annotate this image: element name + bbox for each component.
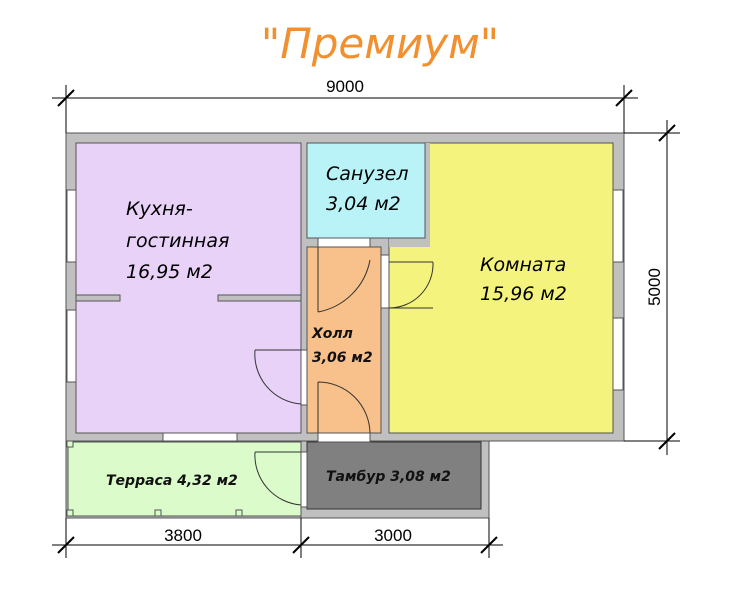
room-bathroom-fill — [306, 142, 426, 239]
kitchen-name-2: гостинная — [126, 230, 229, 252]
dimension-right: 5000 — [645, 268, 664, 306]
dimension-bottom-left: 3800 — [164, 526, 202, 545]
room-hall — [306, 246, 382, 434]
door-swings — [254, 247, 434, 506]
partition-wall — [75, 294, 121, 302]
room-kitchen — [75, 142, 302, 434]
terrace-posts — [66, 440, 243, 517]
room-name: Комната — [480, 254, 566, 276]
kitchen-name-1: Кухня- — [126, 198, 193, 220]
dimension-bottom-right: 3000 — [374, 526, 412, 545]
dimension-top: 9000 — [326, 77, 364, 96]
plan-title: "Премиум" — [261, 19, 499, 68]
partition-wall — [217, 294, 302, 302]
dimension-lines — [52, 85, 680, 558]
room-area: 15,96 м2 — [480, 283, 567, 305]
room-terrace — [67, 441, 302, 517]
windows — [66, 189, 624, 508]
hall-area: 3,06 м2 — [312, 350, 373, 366]
vestibule-label: Тамбур 3,08 м2 — [326, 469, 451, 485]
terrace-label: Терраса 4,32 м2 — [106, 473, 238, 489]
hall-name: Холл — [311, 326, 353, 342]
bathroom-area: 3,04 м2 — [326, 193, 401, 215]
bathroom-name: Санузел — [326, 163, 409, 185]
kitchen-area: 16,95 м2 — [126, 261, 213, 283]
